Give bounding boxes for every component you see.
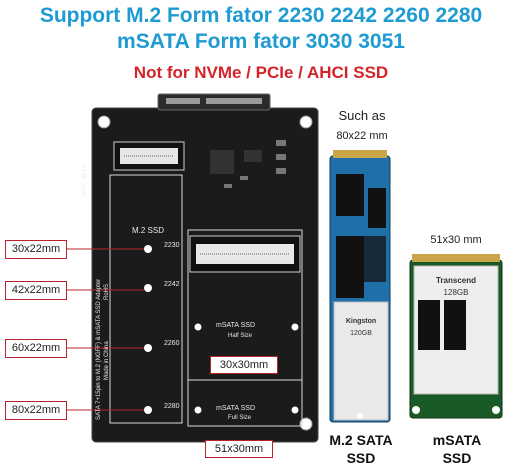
callout-42x22: 42x22mm <box>5 281 67 300</box>
board-pos-2230: 2230 <box>164 242 180 249</box>
board-pos-2260: 2260 <box>164 340 180 347</box>
board-pos-2280: 2280 <box>164 403 180 410</box>
board-m2-label: M.2 SSD <box>132 226 165 235</box>
board-half-size-label: Half Size <box>228 333 253 339</box>
caption-msata-line2: SSD <box>442 450 472 466</box>
msata-card-capacity: 128GB <box>443 288 469 297</box>
caption-m2-line2: SSD <box>346 450 376 466</box>
board-rev-label: REV : M.1A <box>82 164 88 196</box>
caption-msata-line1: mSATA <box>432 432 482 448</box>
m2-card-brand: Kingston <box>345 318 377 325</box>
callout-80x22: 80x22mm <box>5 401 67 420</box>
board-pos-2242: 2242 <box>164 281 180 288</box>
such-as-label: Such as <box>338 108 386 123</box>
board-msata-full-label: mSATA SSD <box>216 405 256 412</box>
board-full-size-label: Full Size <box>228 415 252 421</box>
warning-text: Not for NVMe / PCIe / AHCI SSD <box>133 63 389 82</box>
half-size-dimension: 30x30mm <box>210 356 278 374</box>
board-side-text: SATA 7+15pin to M.2 (NGFF) & mSATA SSD A… <box>96 278 102 420</box>
full-size-dimension: 51x30mm <box>205 440 273 458</box>
callout-60x22: 60x22mm <box>5 339 67 358</box>
caption-m2-line1: M.2 SATA <box>329 432 393 448</box>
msata-card-brand: Transcend <box>435 276 476 285</box>
msata-size-label: 51x30 mm <box>430 234 482 246</box>
m2-card-capacity: 120GB <box>350 330 372 337</box>
callout-30x22: 30x22mm <box>5 240 67 259</box>
board-rohs-label: RoHS <box>104 283 110 300</box>
headline-line1: Support M.2 Form fator 2230 2242 2260 22… <box>39 4 483 27</box>
headline-line2: mSATA Form fator 3030 3051 <box>117 30 405 53</box>
board-msata-half-label: mSATA SSD <box>216 322 256 329</box>
m2-size-label: 80x22 mm <box>336 130 388 142</box>
board-made-in-label: Made in China <box>104 341 110 380</box>
